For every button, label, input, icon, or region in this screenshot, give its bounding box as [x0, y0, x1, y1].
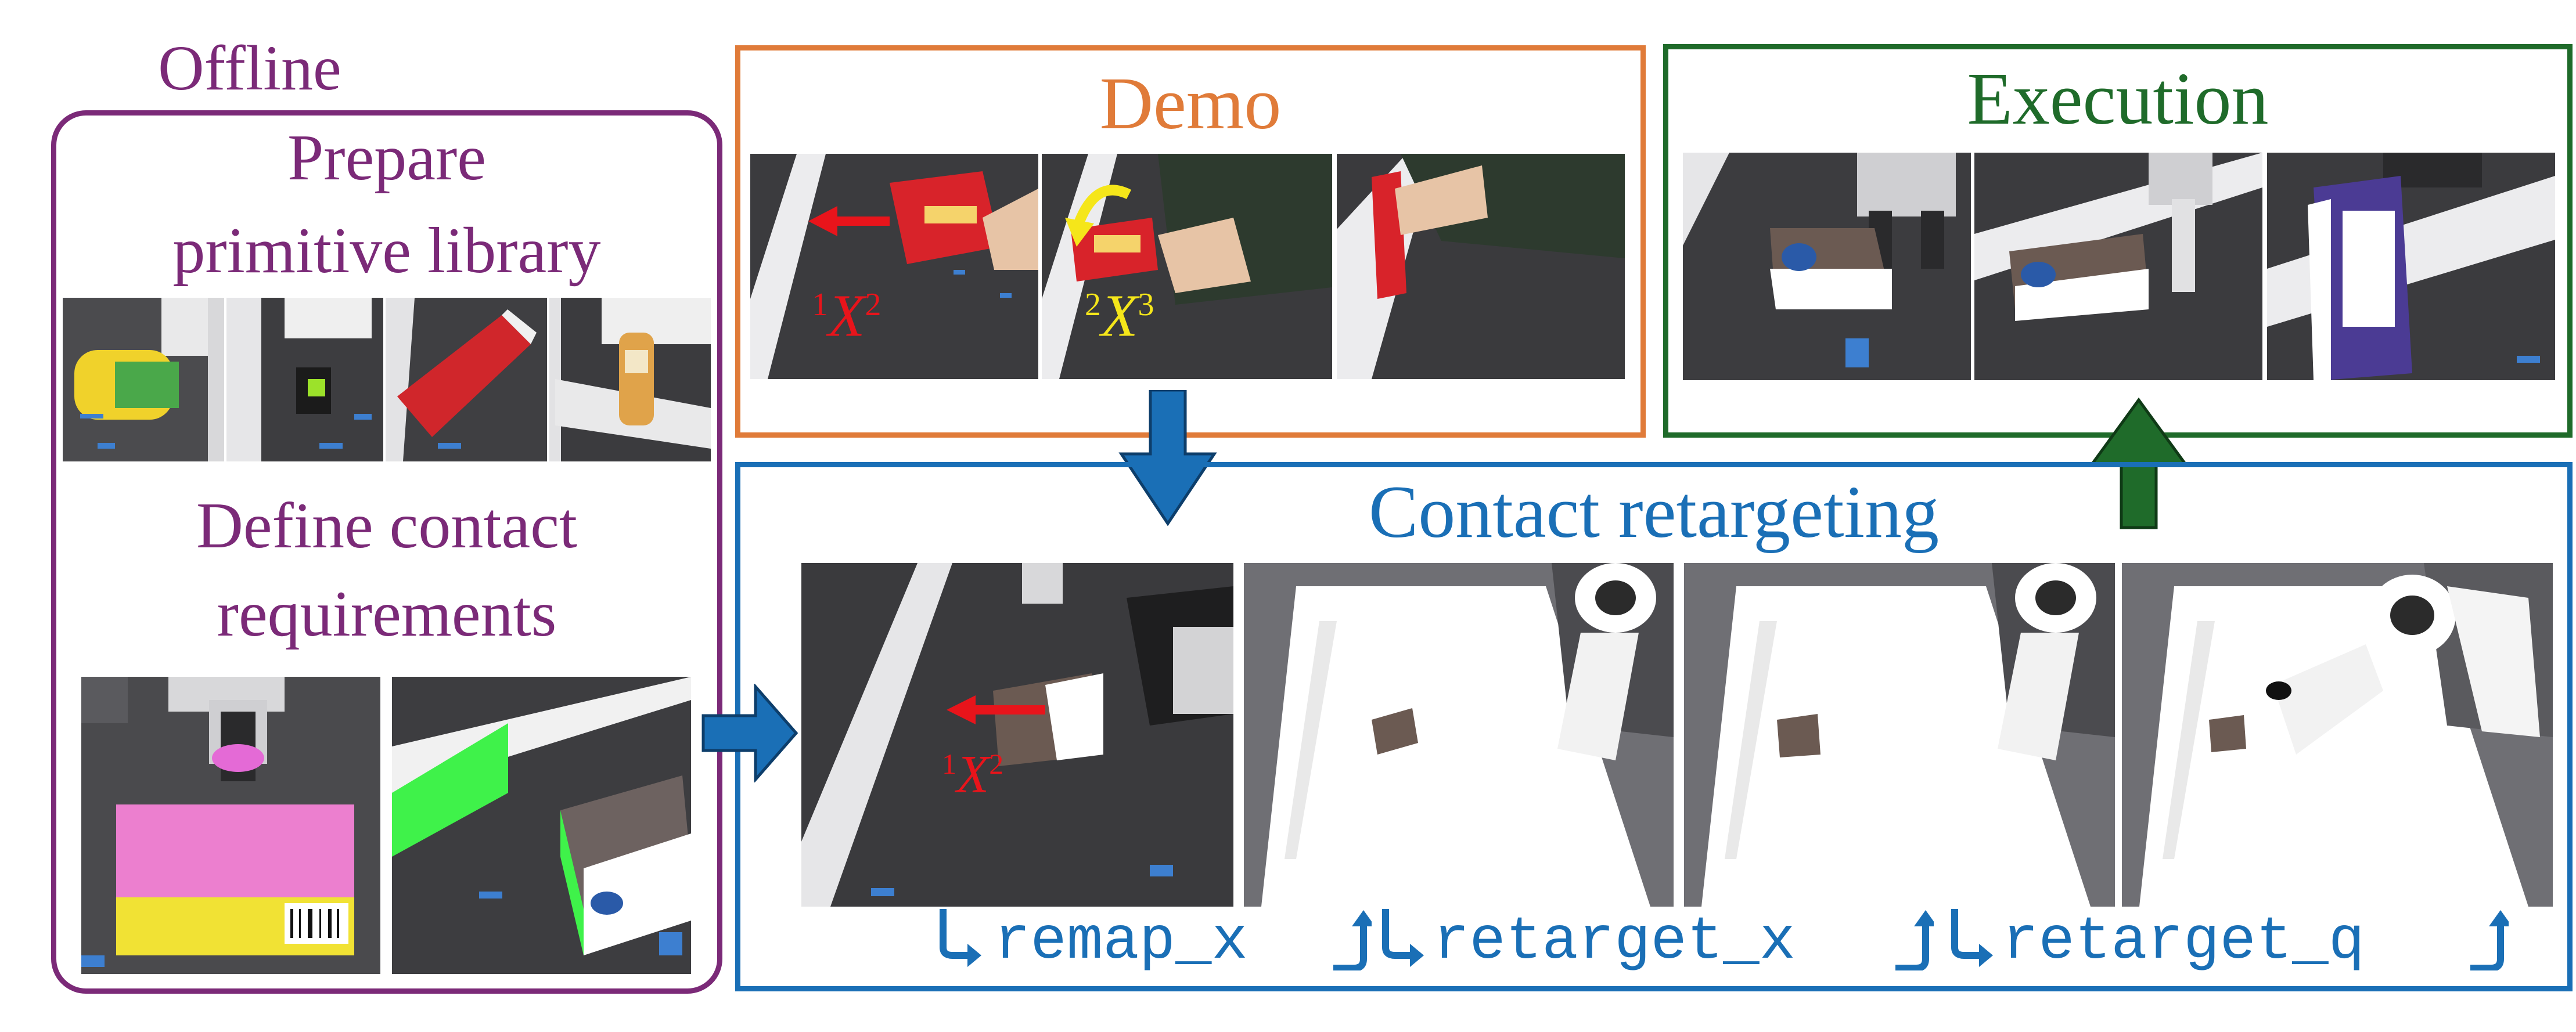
execution-photo-3	[2267, 153, 2555, 380]
contact-photo-green	[392, 677, 691, 974]
step-retarget-q: retarget_q	[2002, 908, 2365, 976]
primitive-photo-3	[386, 298, 547, 461]
sim-frame-2	[1684, 563, 2115, 907]
demo-label-1-post: 2	[865, 287, 882, 323]
step-remap-x: remap_x	[994, 908, 1248, 976]
demo-photo-1	[750, 154, 1038, 379]
retarget-label: 1X2	[942, 735, 1003, 803]
contact-photo-pink	[81, 677, 380, 974]
offline-panel	[51, 110, 722, 994]
hook-arrow-icon	[1382, 909, 1424, 967]
execution-photo-2	[1974, 153, 2262, 380]
demo-panel	[735, 45, 1646, 438]
demo-title: Demo	[1099, 62, 1282, 145]
sim-frame-3	[2122, 563, 2553, 907]
retarget-label-x: X	[956, 744, 990, 804]
retarget-label-pre: 1	[942, 748, 956, 780]
retargeting-title: Contact retargeting	[1368, 471, 1940, 553]
demo-label-2: 2X3	[1085, 273, 1154, 348]
retarget-photo-real	[801, 563, 1233, 907]
hook-arrow-icon	[940, 909, 981, 967]
demo-photo-2	[1042, 154, 1332, 379]
demo-label-2-x: X	[1101, 282, 1138, 349]
demo-label-1-x: X	[828, 282, 865, 349]
demo-label-2-post: 3	[1138, 287, 1154, 323]
primitive-photo-2	[226, 298, 383, 461]
hook-arrow-icon	[1951, 909, 1993, 967]
demo-photo-3	[1337, 154, 1625, 379]
demo-label-2-pre: 2	[1085, 287, 1101, 323]
demo-label-1-pre: 1	[812, 287, 828, 323]
prepare-title-line1: Prepare	[287, 122, 486, 194]
define-title-line1: Define contact	[196, 490, 578, 562]
blue-down-arrow-icon	[1118, 390, 1217, 526]
step-retarget-x: retarget_x	[1433, 908, 1796, 976]
execution-title: Execution	[1967, 57, 2269, 140]
prepare-title-line2: primitive library	[172, 215, 601, 287]
hook-arrow-icon	[1895, 910, 1934, 970]
retarget-label-post: 2	[989, 748, 1004, 780]
hook-arrow-icon	[2470, 910, 2509, 970]
primitive-photo-4	[549, 298, 711, 461]
blue-right-arrow-icon	[701, 684, 798, 782]
offline-header: Offline	[158, 33, 341, 103]
sim-frame-1	[1244, 563, 1674, 907]
demo-label-1: 1X2	[812, 273, 882, 348]
execution-photo-1	[1683, 153, 1971, 380]
define-title-line2: requirements	[217, 578, 557, 650]
primitive-photo-1	[63, 298, 224, 461]
hook-arrow-icon	[1333, 910, 1372, 970]
